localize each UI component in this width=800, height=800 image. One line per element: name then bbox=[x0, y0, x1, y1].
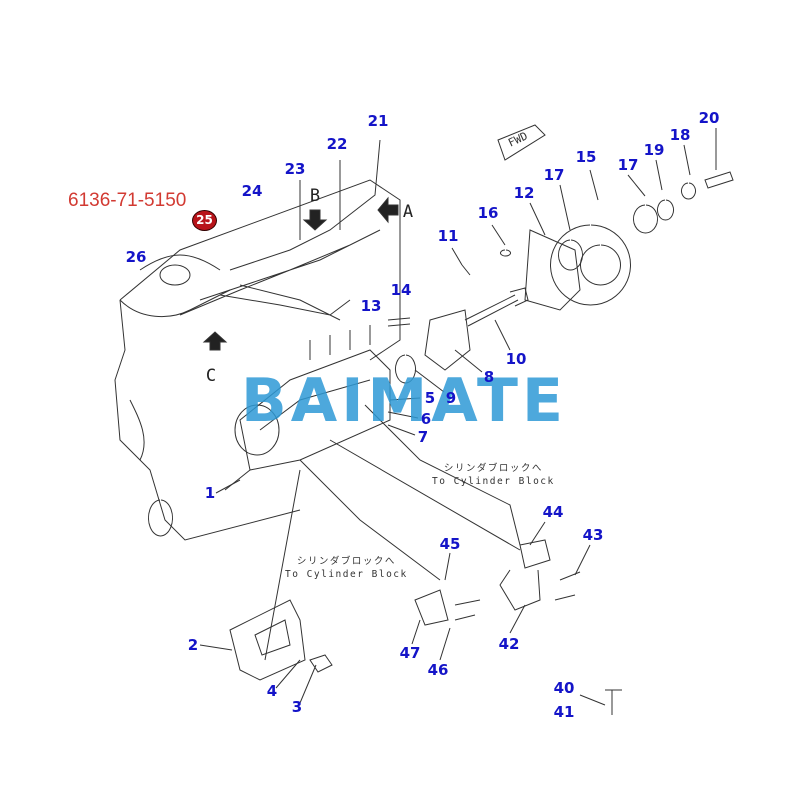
callout-44[interactable]: 44 bbox=[542, 503, 564, 521]
callout-47[interactable]: 47 bbox=[399, 644, 421, 662]
callout-14[interactable]: 14 bbox=[390, 281, 412, 299]
note-jp: シリンダブロックへ bbox=[296, 556, 396, 567]
view-letter-c: C bbox=[205, 366, 217, 386]
callout-42[interactable]: 42 bbox=[498, 635, 520, 653]
callout-13[interactable]: 13 bbox=[360, 297, 382, 315]
callout-19[interactable]: 19 bbox=[643, 141, 665, 159]
callout-7[interactable]: 7 bbox=[417, 428, 429, 446]
callout-45[interactable]: 45 bbox=[439, 535, 461, 553]
callout-4[interactable]: 4 bbox=[266, 682, 278, 700]
watermark: BAIMATE bbox=[241, 366, 567, 436]
callout-22[interactable]: 22 bbox=[326, 135, 348, 153]
callout-18[interactable]: 18 bbox=[669, 126, 691, 144]
callout-6[interactable]: 6 bbox=[420, 410, 432, 428]
callout-11[interactable]: 11 bbox=[437, 227, 459, 245]
part-number: 6136-71-5150 bbox=[68, 190, 187, 211]
callout-10[interactable]: 10 bbox=[505, 350, 527, 368]
callout-5[interactable]: 5 bbox=[424, 389, 436, 407]
view-letter-b: B bbox=[309, 186, 321, 206]
callout-15[interactable]: 15 bbox=[575, 148, 597, 166]
callout-21[interactable]: 21 bbox=[367, 112, 389, 130]
callout-26[interactable]: 26 bbox=[125, 248, 147, 266]
note-to-cylinder-block-lower: シリンダブロックへ To Cylinder Block bbox=[285, 555, 408, 581]
callout-46[interactable]: 46 bbox=[427, 661, 449, 679]
note-jp: シリンダブロックへ bbox=[443, 463, 543, 474]
callout-17b[interactable]: 17 bbox=[617, 156, 639, 174]
callout-17a[interactable]: 17 bbox=[543, 166, 565, 184]
callout-43[interactable]: 43 bbox=[582, 526, 604, 544]
highlighted-callout-badge[interactable]: 25 bbox=[192, 210, 217, 231]
callout-41[interactable]: 41 bbox=[553, 703, 575, 721]
callout-8[interactable]: 8 bbox=[483, 368, 495, 386]
callout-20[interactable]: 20 bbox=[698, 109, 720, 127]
callout-2[interactable]: 2 bbox=[187, 636, 199, 654]
note-en: To Cylinder Block bbox=[285, 569, 408, 580]
view-letter-a: A bbox=[402, 202, 414, 222]
callout-3[interactable]: 3 bbox=[291, 698, 303, 716]
callout-16[interactable]: 16 bbox=[477, 204, 499, 222]
callout-1[interactable]: 1 bbox=[204, 484, 216, 502]
callout-23[interactable]: 23 bbox=[284, 160, 306, 178]
callout-12[interactable]: 12 bbox=[513, 184, 535, 202]
callout-24[interactable]: 24 bbox=[241, 182, 263, 200]
note-en: To Cylinder Block bbox=[432, 476, 555, 487]
callout-9[interactable]: 9 bbox=[445, 389, 457, 407]
callout-40[interactable]: 40 bbox=[553, 679, 575, 697]
note-to-cylinder-block-upper: シリンダブロックへ To Cylinder Block bbox=[432, 462, 555, 488]
